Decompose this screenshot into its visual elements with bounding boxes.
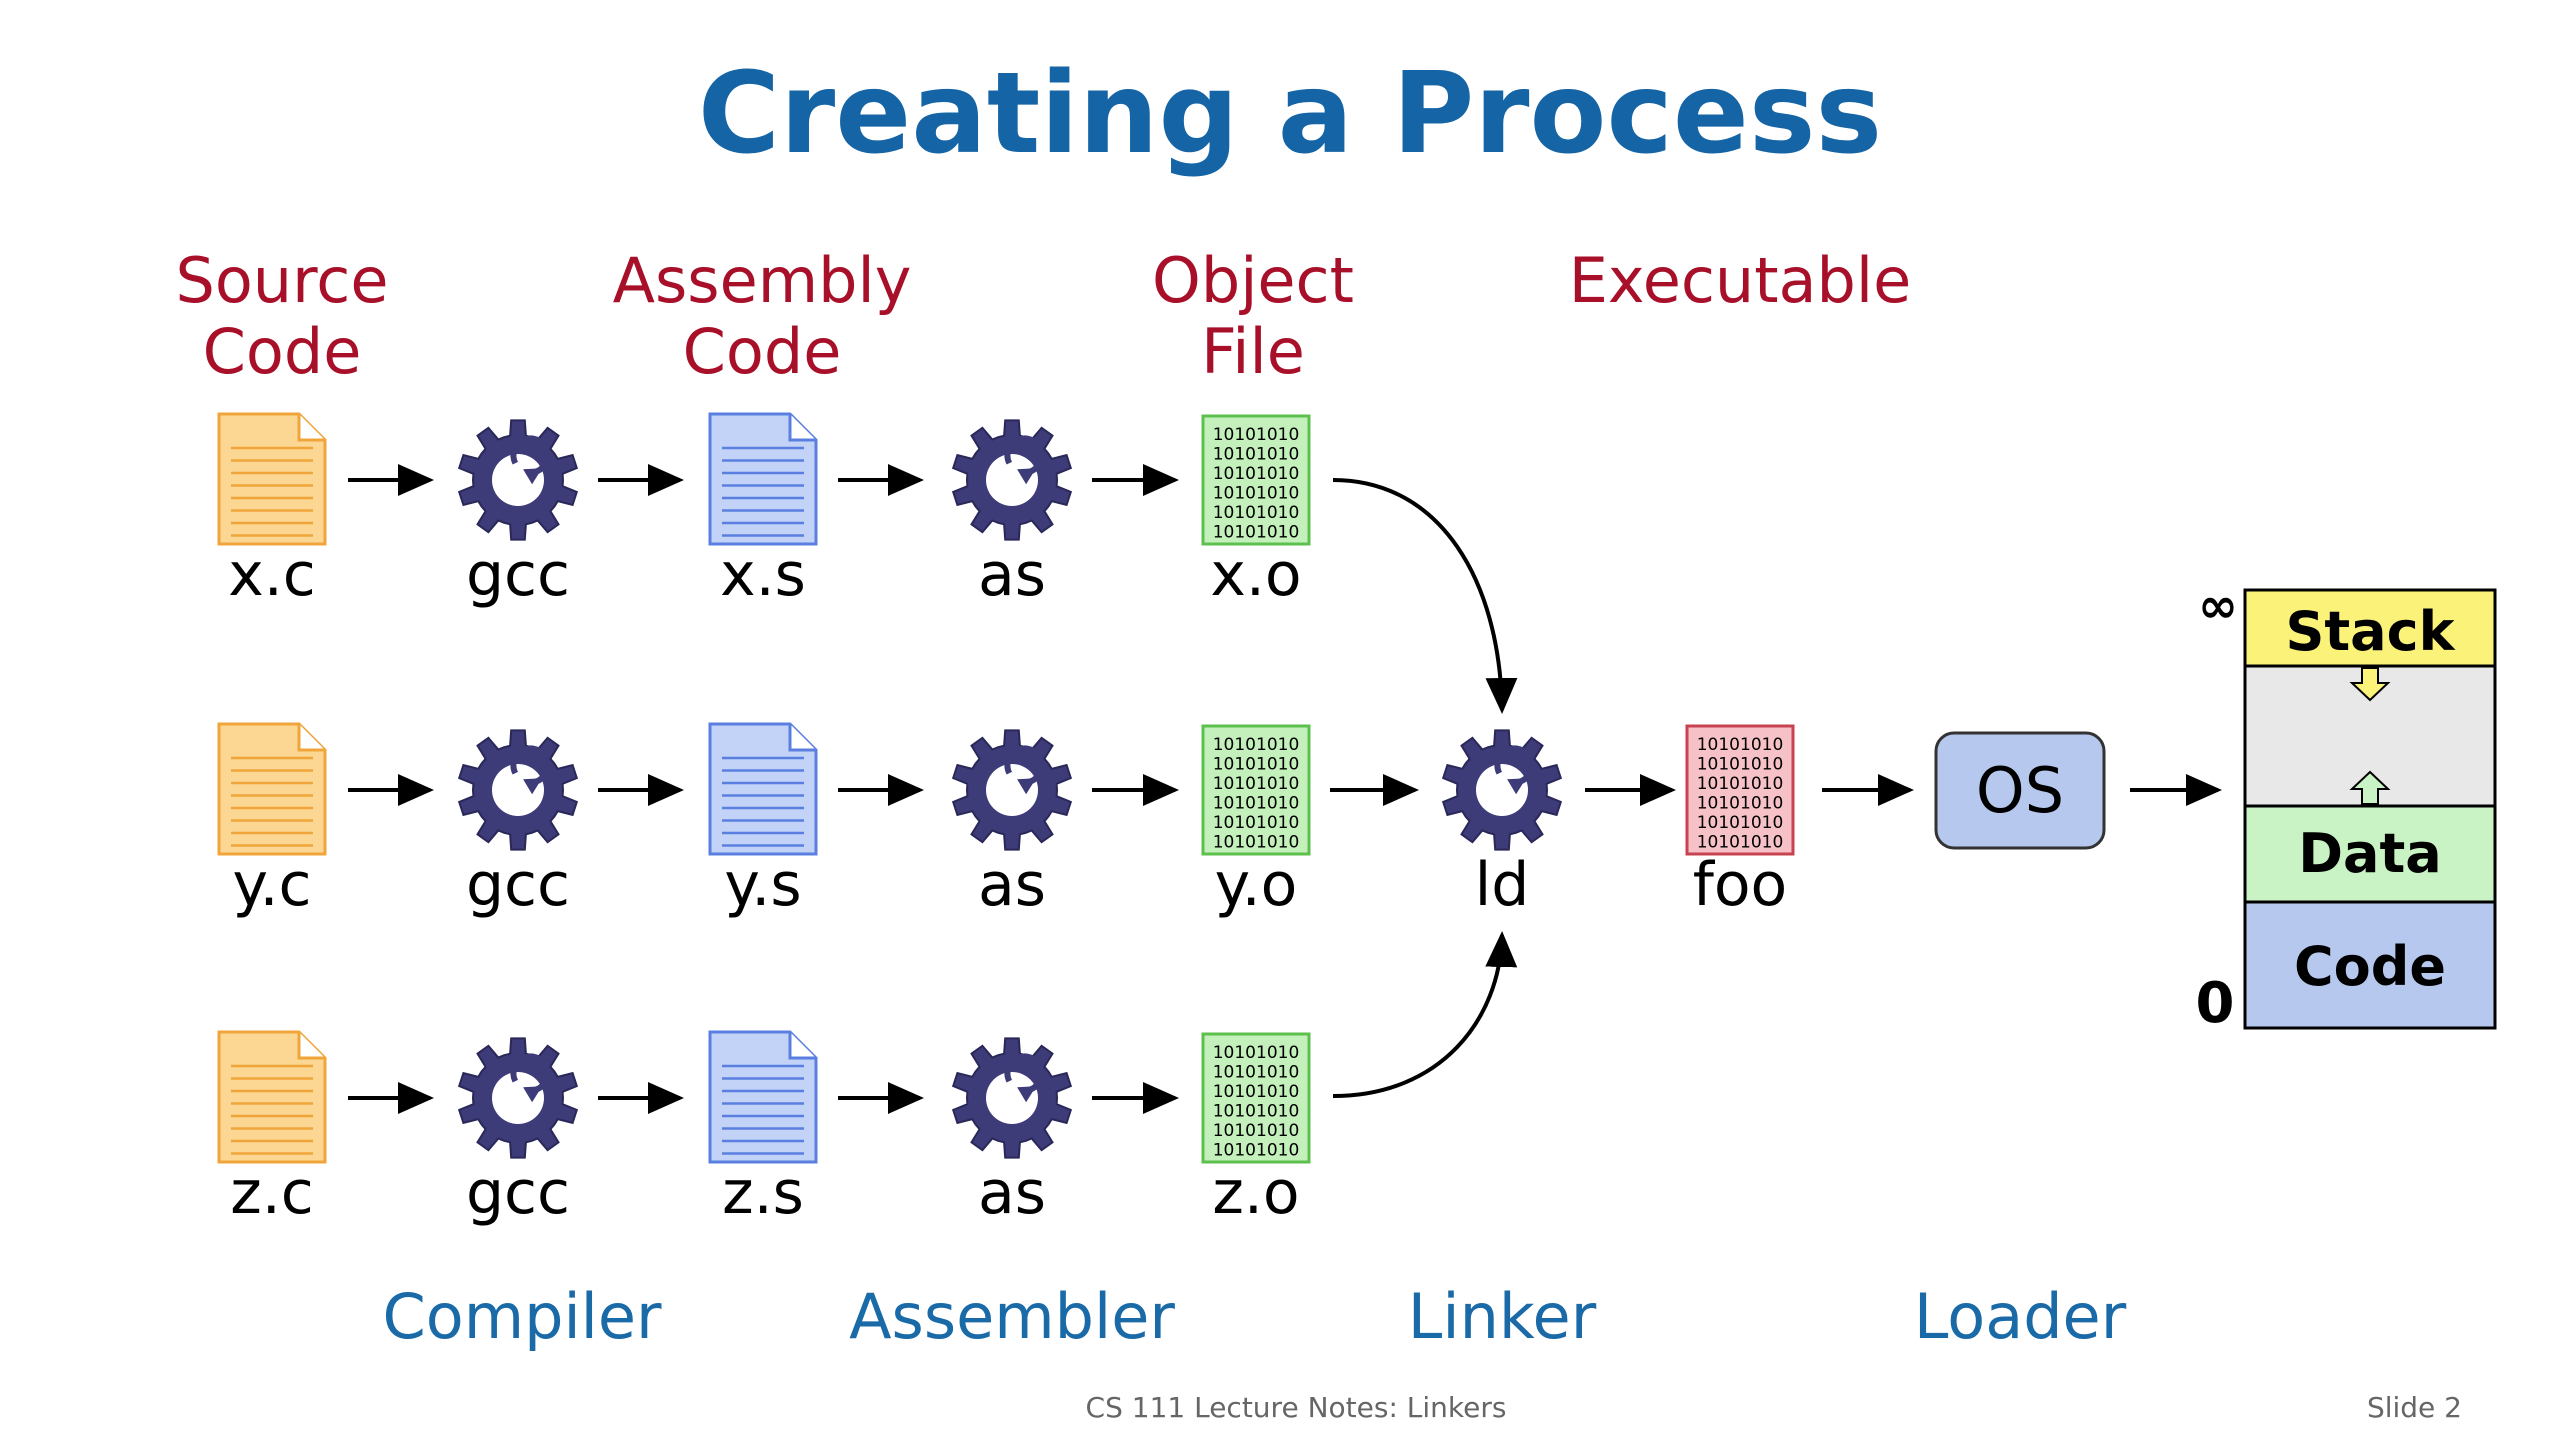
object-file-icon: 1010101010101010101010101010101010101010…: [1201, 1032, 1311, 1164]
os-box: [1934, 731, 2106, 850]
object-file-icon: 1010101010101010101010101010101010101010…: [1201, 414, 1311, 546]
stage-loader-label: Loader: [1914, 1280, 2127, 1353]
object-file-icon: 1010101010101010101010101010101010101010…: [1201, 724, 1311, 856]
svg-text:10101010: 10101010: [1213, 523, 1300, 543]
svg-text:10101010: 10101010: [1213, 813, 1300, 833]
memory-data-segment: [2243, 804, 2497, 904]
svg-text:10101010: 10101010: [1213, 755, 1300, 775]
memory-layout: Stack Data Code ∞ 0: [2196, 578, 2497, 1036]
svg-text:10101010: 10101010: [1213, 1141, 1300, 1161]
compiler-gear-icon: [457, 1037, 579, 1159]
assembler-gear-icon: [951, 419, 1073, 541]
svg-text:10101010: 10101010: [1213, 425, 1300, 445]
header-source-line1: Source: [176, 244, 389, 317]
compiler-gear-icon: [457, 419, 579, 541]
header-object-line2: File: [1201, 315, 1305, 388]
object-file-label: z.o: [1212, 1158, 1299, 1228]
header-assembly-code: Assembly Code: [613, 244, 912, 388]
memory-stack-label: Stack: [2285, 600, 2455, 663]
header-object-line1: Object: [1152, 244, 1354, 317]
assembly-file-label: x.s: [720, 540, 806, 610]
header-source-code: Source Code: [176, 244, 389, 388]
compiler-label: gcc: [466, 850, 570, 920]
stage-assembler-label: Assembler: [849, 1280, 1175, 1353]
pipeline-rows: 1010101010101010101010101010101010101010…: [217, 412, 1311, 1228]
compiler-label: gcc: [466, 540, 570, 610]
compiler-label: gcc: [466, 1158, 570, 1228]
stage-linker-label: Linker: [1408, 1280, 1597, 1353]
memory-stack-segment: [2243, 588, 2497, 668]
source-file-label: z.c: [230, 1158, 314, 1228]
source-file-icon: [217, 1030, 327, 1164]
svg-text:10101010: 10101010: [1697, 833, 1784, 853]
arrow-x-to-ld: [1332, 478, 1518, 714]
header-source-line2: Code: [203, 315, 362, 388]
executable-file-icon: 1010101010101010101010101010101010101010…: [1685, 724, 1795, 856]
header-executable: Executable: [1569, 244, 1912, 317]
stack-growth-down-arrow-icon: [2349, 667, 2391, 702]
header-object-file: Object File: [1152, 244, 1354, 388]
svg-text:10101010: 10101010: [1213, 445, 1300, 465]
source-file-label: y.c: [232, 850, 311, 920]
svg-text:10101010: 10101010: [1213, 1043, 1300, 1063]
svg-text:10101010: 10101010: [1213, 1063, 1300, 1083]
stage-compiler-label: Compiler: [382, 1280, 662, 1353]
svg-text:10101010: 10101010: [1213, 774, 1300, 794]
memory-top-label: ∞: [2198, 578, 2238, 634]
header-assembly-line2: Code: [683, 315, 842, 388]
pipeline-row-y: 1010101010101010101010101010101010101010…: [217, 722, 1311, 920]
object-file-label: y.o: [1215, 850, 1298, 920]
svg-text:10101010: 10101010: [1213, 833, 1300, 853]
assembler-gear-icon: [951, 729, 1073, 851]
assembler-label: as: [978, 540, 1046, 610]
assembly-file-icon: [708, 1030, 818, 1164]
pipeline-row-x: 1010101010101010101010101010101010101010…: [217, 412, 1311, 610]
linker-gear-icon: [1441, 729, 1563, 851]
footer-slide-number: Slide 2: [2367, 1391, 2462, 1424]
source-file-icon: [217, 722, 327, 856]
memory-data-label: Data: [2298, 822, 2442, 885]
assembly-file-label: z.s: [722, 1158, 804, 1228]
executable-label: foo: [1693, 850, 1788, 920]
footer-center: CS 111 Lecture Notes: Linkers: [1086, 1391, 1507, 1424]
linker-label: ld: [1475, 850, 1530, 920]
page-title: Creating a Process: [698, 49, 1882, 179]
compiler-gear-icon: [457, 729, 579, 851]
svg-text:10101010: 10101010: [1697, 813, 1784, 833]
pipeline-row-z: 1010101010101010101010101010101010101010…: [217, 1030, 1311, 1228]
object-file-label: x.o: [1210, 540, 1301, 610]
svg-text:10101010: 10101010: [1697, 735, 1784, 755]
svg-text:10101010: 10101010: [1213, 1121, 1300, 1141]
svg-text:10101010: 10101010: [1697, 794, 1784, 814]
os-label: OS: [1976, 754, 2064, 827]
svg-text:10101010: 10101010: [1213, 735, 1300, 755]
memory-code-label: Code: [2294, 935, 2446, 998]
svg-text:10101010: 10101010: [1213, 484, 1300, 504]
header-assembly-line1: Assembly: [613, 244, 912, 317]
svg-text:10101010: 10101010: [1697, 755, 1784, 775]
source-file-icon: [217, 412, 327, 546]
assembly-file-icon: [708, 722, 818, 856]
assembly-file-icon: [708, 412, 818, 546]
memory-code-segment: [2243, 900, 2497, 1030]
svg-text:10101010: 10101010: [1213, 794, 1300, 814]
heap-growth-up-arrow-icon: [2349, 770, 2391, 805]
assembly-file-label: y.s: [724, 850, 801, 920]
source-file-label: x.c: [228, 540, 316, 610]
svg-text:10101010: 10101010: [1213, 464, 1300, 484]
memory-bottom-label: 0: [2196, 971, 2235, 1036]
assembler-label: as: [978, 850, 1046, 920]
assembler-label: as: [978, 1158, 1046, 1228]
assembler-gear-icon: [951, 1037, 1073, 1159]
svg-text:10101010: 10101010: [1697, 774, 1784, 794]
svg-text:10101010: 10101010: [1213, 1082, 1300, 1102]
svg-text:10101010: 10101010: [1213, 1102, 1300, 1122]
svg-text:10101010: 10101010: [1213, 503, 1300, 523]
arrow-z-to-ld: [1332, 931, 1518, 1098]
